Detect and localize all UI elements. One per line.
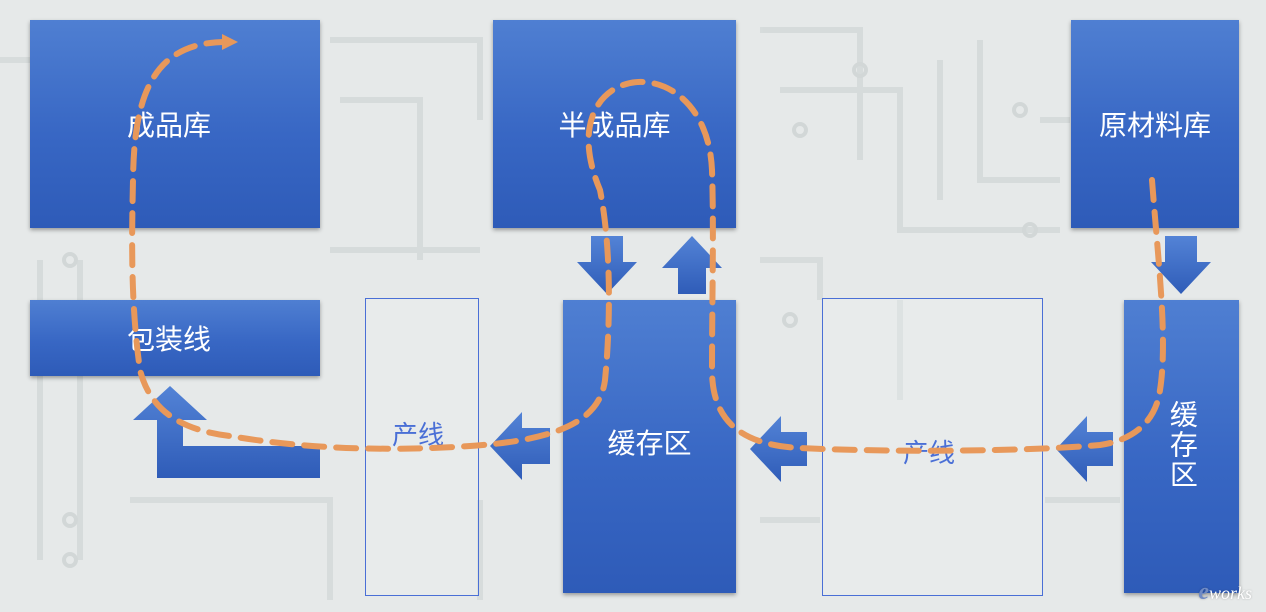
eworks-logo: eworks bbox=[1198, 579, 1252, 606]
buffer-area-right: 缓存区 bbox=[1124, 300, 1239, 593]
up-arrow-icon bbox=[662, 236, 722, 294]
material-flow-path bbox=[129, 38, 1166, 454]
semi-finished-warehouse: 半成品库 bbox=[493, 20, 736, 228]
raw-materials-label: 原材料库 bbox=[1098, 110, 1211, 141]
semi-finished-label: 半成品库 bbox=[558, 110, 671, 141]
packing-line-label: 包装线 bbox=[126, 324, 211, 355]
left-arrow-icon bbox=[490, 412, 550, 480]
flow-arrowhead-icon bbox=[222, 34, 238, 50]
left-arrow-icon bbox=[1056, 416, 1113, 482]
down-arrow-icon bbox=[1151, 236, 1211, 294]
down-arrow-icon bbox=[577, 236, 637, 294]
buffer-area-center: 缓存区 bbox=[563, 300, 736, 593]
raw-materials-warehouse: 原材料库 bbox=[1071, 20, 1239, 228]
logo-text: works bbox=[1208, 583, 1252, 603]
buffer-right-label: 缓存区 bbox=[1166, 399, 1198, 490]
buffer-center-label: 缓存区 bbox=[607, 427, 692, 459]
left-arrow-icon bbox=[750, 416, 807, 482]
packing-line: 包装线 bbox=[30, 300, 320, 376]
return-arrow-icon bbox=[133, 386, 320, 478]
logo-mark: e bbox=[1198, 579, 1209, 605]
